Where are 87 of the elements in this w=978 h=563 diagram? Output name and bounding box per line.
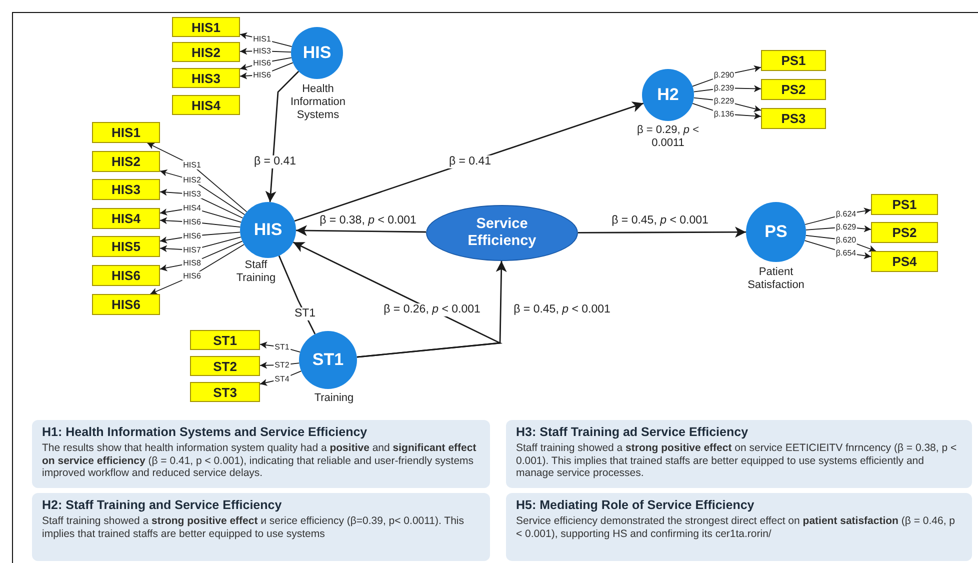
indicator-box: PS1 bbox=[871, 194, 938, 215]
indicator-box: HIS4 bbox=[92, 208, 160, 229]
edge-label: β.290 bbox=[712, 70, 736, 80]
card-text: Service efficiency demonstrated the strongest direct effect on patient satisfaction (β = 0.46, p < 0.001), supporting HS and confirming its cer1ta.rorin/ bbox=[516, 515, 956, 540]
construct-circle: PS bbox=[746, 202, 806, 262]
edge-label: β = 0.45, p < 0.001 bbox=[610, 214, 710, 228]
indicator-box: HIS3 bbox=[172, 68, 240, 88]
arrow bbox=[160, 240, 243, 272]
edge-label: HIS3 bbox=[252, 46, 272, 56]
arrow bbox=[296, 225, 426, 236]
node-caption: β = 0.29, p < 0.0011 bbox=[636, 124, 700, 150]
indicator-box: HIS6 bbox=[92, 294, 160, 315]
indicator-box: PS4 bbox=[871, 251, 938, 272]
arrow bbox=[292, 242, 503, 358]
construct-circle: ST1 bbox=[299, 331, 357, 389]
edge-label: HIS6 bbox=[182, 217, 202, 227]
edge-label: ST1 bbox=[293, 307, 317, 321]
indicator-box: PS1 bbox=[761, 50, 826, 71]
arrow bbox=[692, 102, 762, 120]
edge-label: β.620 bbox=[834, 235, 858, 245]
arrow bbox=[150, 244, 244, 294]
arrow bbox=[146, 142, 248, 212]
edge-label: β.629 bbox=[834, 222, 858, 232]
arrow bbox=[160, 208, 242, 223]
indicator-box: PS3 bbox=[761, 108, 826, 129]
indicator-box: ST3 bbox=[190, 382, 260, 402]
edge-label: β = 0.26, p < 0.001 bbox=[382, 303, 482, 317]
indicator-box: HIS1 bbox=[92, 122, 160, 143]
edge-label: β.136 bbox=[712, 109, 736, 119]
hypothesis-card bbox=[506, 493, 972, 561]
arrow bbox=[160, 170, 246, 216]
card-heading: H2: Staff Training and Service Efficiency bbox=[42, 498, 283, 512]
edge-label: β = 0.41 bbox=[252, 155, 298, 169]
edge-label: β = 0.41 bbox=[448, 155, 492, 169]
construct-circle: HIS bbox=[291, 27, 343, 79]
construct-circle: HIS bbox=[240, 202, 296, 258]
construct-ellipse: Service Efficiency bbox=[426, 205, 578, 261]
edge-label: HIS7 bbox=[182, 245, 202, 255]
edge-label: HIS6 bbox=[182, 271, 202, 281]
edge-label: HIS2 bbox=[182, 175, 202, 185]
node-caption: Health Information Systems bbox=[289, 83, 347, 123]
indicator-box: HIS3 bbox=[92, 179, 160, 200]
edge-label: HIS8 bbox=[182, 258, 202, 268]
edge-label: β.229 bbox=[712, 96, 736, 106]
edge-label: HIS4 bbox=[182, 203, 202, 213]
arrow bbox=[578, 226, 746, 238]
indicator-box: HIS4 bbox=[172, 95, 240, 115]
node-caption: Staff Training bbox=[235, 259, 277, 286]
edge-label: HIS1 bbox=[182, 160, 202, 170]
edge-label: β.239 bbox=[712, 83, 736, 93]
hypothesis-card bbox=[32, 420, 490, 488]
edge-label: ST1 bbox=[274, 342, 290, 352]
indicator-box: HIS6 bbox=[92, 265, 160, 286]
edge-label: β.654 bbox=[834, 248, 858, 258]
indicator-box: PS2 bbox=[761, 79, 826, 100]
card-heading: H1: Health Information Systems and Service Efficiency bbox=[42, 425, 368, 439]
construct-circle: H2 bbox=[642, 69, 694, 121]
indicator-box: ST2 bbox=[190, 356, 260, 376]
edge-label: ST2 bbox=[274, 360, 290, 370]
node-caption: Patient Satisfaction bbox=[746, 266, 806, 292]
node-caption: Training bbox=[313, 392, 355, 406]
card-text: Staff training showed a strong positive effect on service EETICIEITV fnrncency (β = 0.38, p < 0.001). This implies that trained staffs are better equipped to use systems efficiently and manage service processes. bbox=[516, 442, 958, 480]
arrow bbox=[294, 102, 644, 222]
arrow bbox=[260, 370, 302, 386]
hypothesis-card bbox=[506, 420, 972, 488]
edge-label: β = 0.38, p < 0.001 bbox=[318, 214, 418, 228]
edge-label: HIS6 bbox=[252, 58, 272, 68]
indicator-box: HIS2 bbox=[92, 151, 160, 172]
edge-label: HIS3 bbox=[182, 189, 202, 199]
edge-label: HIS6 bbox=[182, 231, 202, 241]
indicator-box: HIS2 bbox=[172, 42, 240, 62]
card-text: The results show that health information system quality had a positive and significant effect on service efficiency (β = 0.41, p < 0.001), indicating that reliable and user-friendly systems improved workflow and reduced service delays. bbox=[42, 442, 478, 480]
connector-line bbox=[278, 255, 316, 334]
indicator-box: HIS5 bbox=[92, 236, 160, 257]
edge-label: β.624 bbox=[834, 209, 858, 219]
card-heading: H3: Staff Training ad Service Efficiency bbox=[516, 425, 750, 439]
indicator-box: HIS1 bbox=[172, 17, 240, 37]
card-heading: H5: Mediating Role of Service Efficiency bbox=[516, 498, 756, 512]
arrow bbox=[265, 70, 300, 202]
edge-label: HIS1 bbox=[252, 34, 272, 44]
indicator-box: ST1 bbox=[190, 330, 260, 350]
hypothesis-card bbox=[32, 493, 490, 561]
edge-label: ST4 bbox=[274, 374, 290, 384]
edge-label: HIS6 bbox=[252, 70, 272, 80]
indicator-box: PS2 bbox=[871, 222, 938, 243]
edge-label: β = 0.45, p < 0.001 bbox=[512, 303, 612, 317]
card-text: Staff training showed a strong positive effect и serice efficiency (β=0.39, p< 0.0011). This implies that trained staffs are better equipped to use systems bbox=[42, 515, 465, 540]
